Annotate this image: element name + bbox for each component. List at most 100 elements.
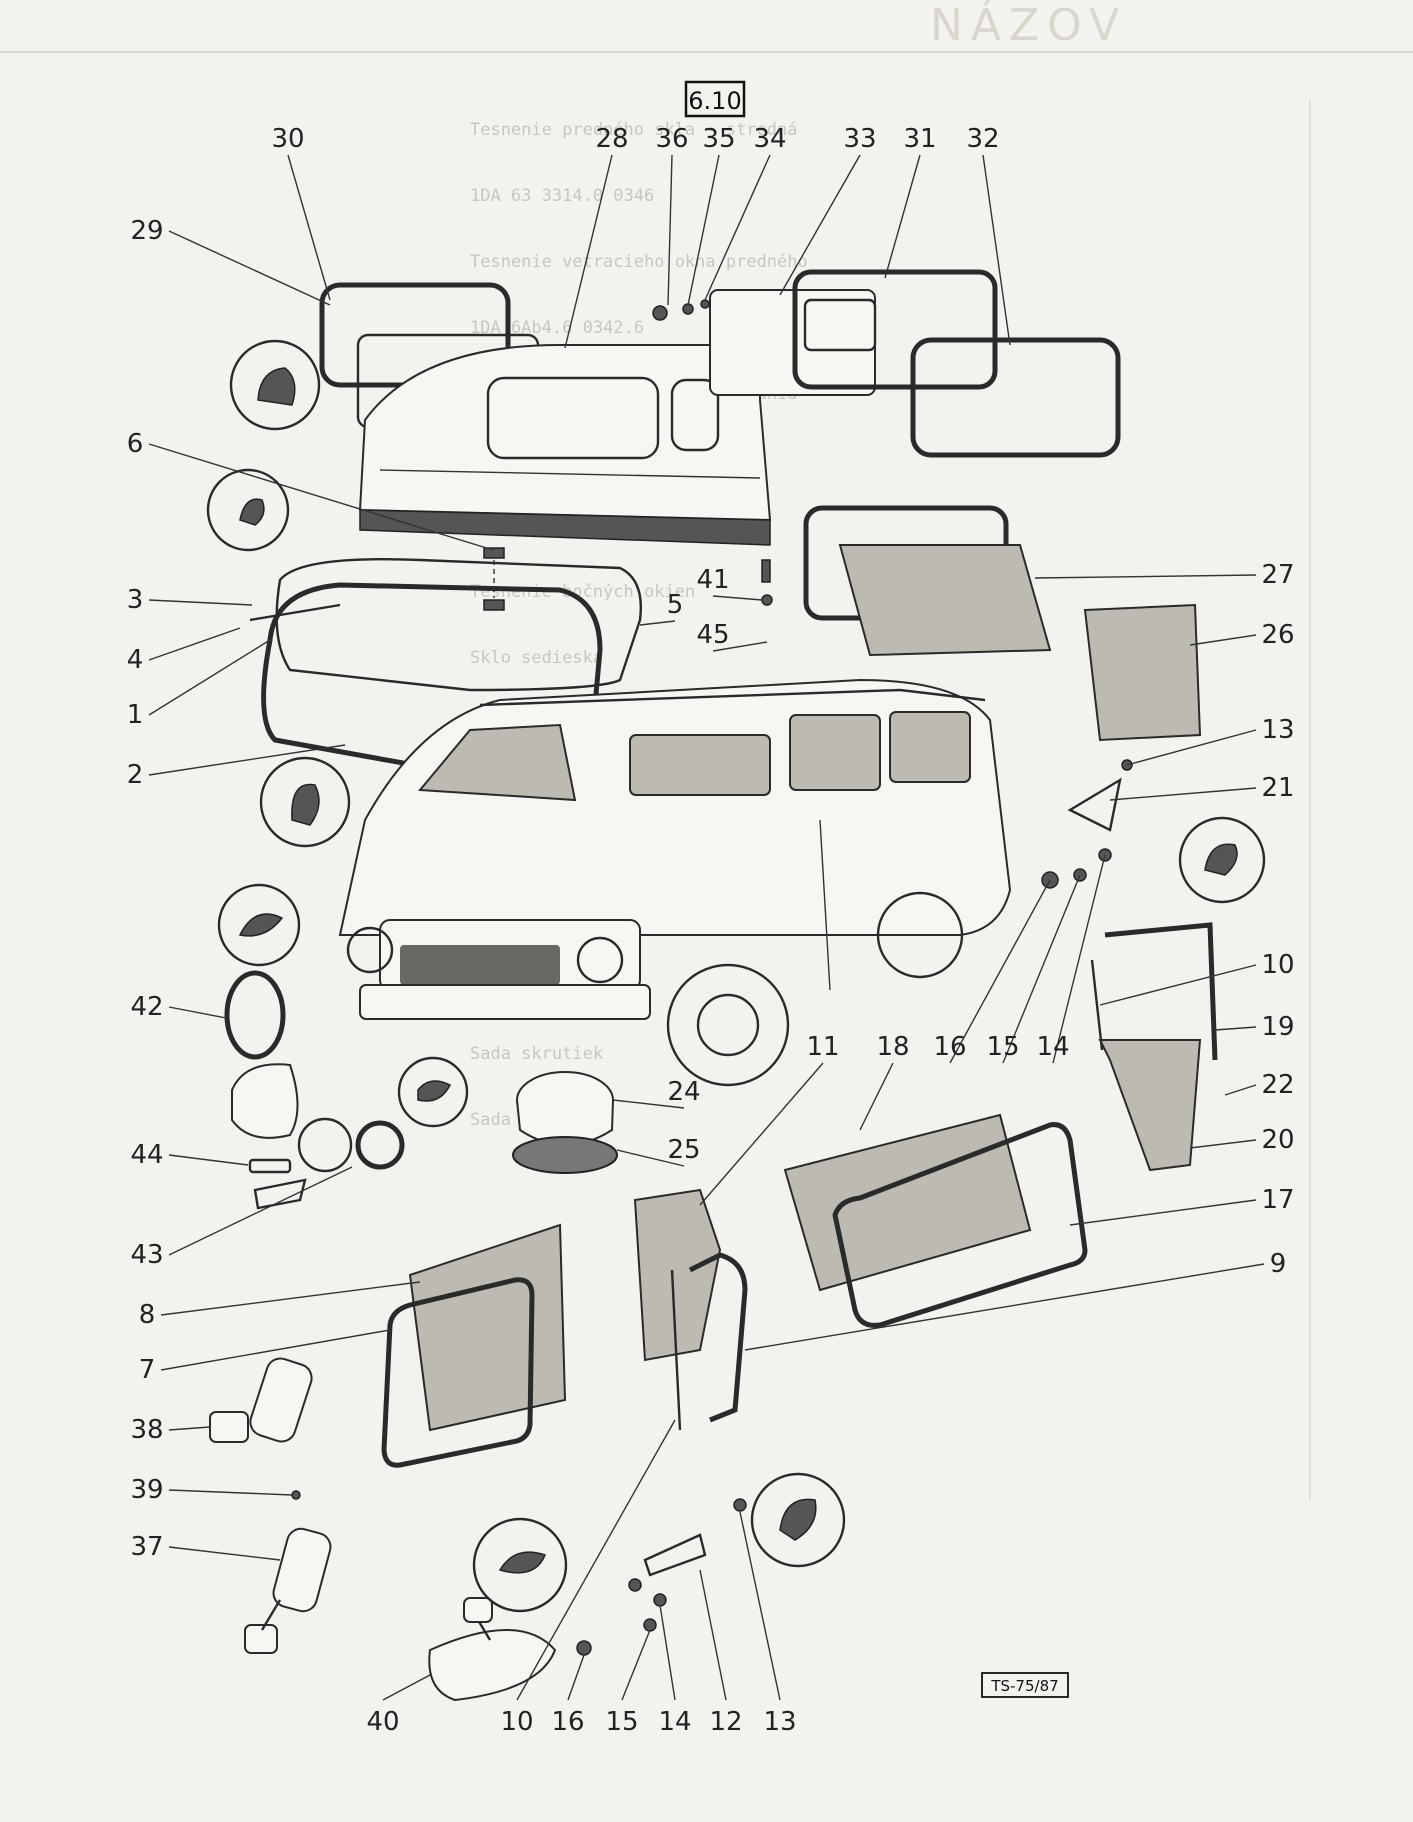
leader-line [859, 1062, 894, 1131]
callout-c12: 12 [709, 1707, 742, 1737]
callout-c3: 3 [127, 585, 144, 615]
callout-c45: 45 [696, 620, 729, 650]
door-vent-window [633, 1188, 748, 1431]
leader-line [516, 1419, 676, 1701]
ghost-line: Sada skrutiek [470, 1044, 603, 1064]
leader-line [1224, 1084, 1257, 1096]
callout-c25: 25 [667, 1135, 700, 1165]
callout-c5: 5 [667, 590, 684, 620]
ghost-line: Tesnenie vetracieho okna predného [470, 252, 808, 272]
leader-line [567, 1654, 585, 1701]
callout-c11: 11 [806, 1032, 839, 1062]
callout-c44: 44 [130, 1140, 163, 1170]
callout-c24: 24 [667, 1077, 700, 1107]
leader-line [382, 1674, 431, 1701]
leader-line [1126, 729, 1257, 766]
rear-body-panel [358, 344, 772, 546]
callout-c10a: 10 [1261, 950, 1294, 980]
leader-line [612, 1099, 685, 1109]
ghost-line: Tesnenie predného skla - stredná [470, 120, 798, 140]
van-body [338, 678, 1012, 1087]
drawing-code: TS-75/87 [990, 1677, 1058, 1695]
callout-c16a: 16 [933, 1032, 966, 1062]
leader-line [1002, 874, 1081, 1064]
callout-c36: 36 [655, 124, 688, 154]
leader-line [779, 154, 861, 296]
lamp-parts [224, 970, 405, 1210]
leader-line [982, 154, 1011, 346]
callout-c21: 21 [1261, 773, 1294, 803]
leader-line [621, 1629, 651, 1701]
callout-c19: 19 [1261, 1012, 1294, 1042]
callout-c7: 7 [139, 1355, 156, 1385]
leader-line [667, 154, 673, 306]
figure-label-box: 6.10 [684, 80, 746, 118]
callout-c28: 28 [595, 124, 628, 154]
callout-c18: 18 [876, 1032, 909, 1062]
leader-line [148, 639, 271, 716]
callout-c9: 9 [1270, 1249, 1287, 1279]
front-vent-window [1041, 777, 1218, 1172]
leader-line [1189, 634, 1257, 646]
ghost-header: NÁZOV [930, 0, 1127, 51]
leader-line [949, 879, 1051, 1064]
leader-line [168, 1546, 281, 1561]
seal-profile-details [206, 339, 1266, 1613]
front-door-window [381, 1223, 567, 1468]
callout-c8: 8 [139, 1300, 156, 1330]
side-slider-window [652, 269, 1121, 458]
rear-quarter-window [803, 505, 1202, 742]
callout-c40: 40 [366, 1707, 399, 1737]
leader-line [699, 1569, 727, 1701]
leader-line [564, 154, 613, 349]
leader-line [160, 1281, 421, 1316]
callout-c26: 26 [1261, 620, 1294, 650]
leader-line [168, 1154, 249, 1166]
latch-parts [576, 559, 1133, 1656]
leader-line [699, 1062, 824, 1206]
ghost-line: 1DA 63 3314.0 0346 [470, 186, 654, 206]
leader-line [616, 1149, 685, 1167]
callout-c6: 6 [127, 429, 144, 459]
callout-c22: 22 [1261, 1070, 1294, 1100]
leader-line [712, 641, 768, 652]
leader-line [744, 1263, 1265, 1351]
ghost-line: Sklo sedieska [470, 648, 603, 668]
callout-c32: 32 [966, 124, 999, 154]
callout-c37: 37 [130, 1532, 163, 1562]
callout-c33: 33 [843, 124, 876, 154]
leader-line [1189, 1139, 1257, 1149]
leader-line [148, 599, 253, 606]
callout-c35: 35 [702, 124, 735, 154]
leader-line [1109, 787, 1257, 801]
leader-line [1099, 964, 1257, 1006]
ghost-line: 1DA 6Ab4.6 0342.6 [470, 318, 644, 338]
callout-c43: 43 [130, 1240, 163, 1270]
callout-c17: 17 [1261, 1185, 1294, 1215]
drawing-code-box: TS-75/87 [981, 1672, 1069, 1698]
leader-line [1069, 1199, 1257, 1226]
leader-line [739, 1511, 781, 1701]
callout-c2: 2 [127, 760, 144, 790]
callout-c4: 4 [127, 645, 144, 675]
leader-line [884, 154, 921, 279]
mirror-parts [209, 1357, 557, 1702]
callout-c34: 34 [753, 124, 786, 154]
callout-c38: 38 [130, 1415, 163, 1445]
callout-c10b: 10 [500, 1707, 533, 1737]
callout-c16b: 16 [551, 1707, 584, 1737]
sliding-side-window [783, 1113, 1088, 1328]
callout-c13a: 13 [1261, 715, 1294, 745]
leader-line [168, 1166, 353, 1256]
figure-label: 6.10 [688, 87, 741, 115]
leader-line [712, 595, 763, 601]
leader-line [148, 744, 346, 776]
callout-c14a: 14 [1036, 1032, 1069, 1062]
leader-line [168, 1426, 211, 1431]
callout-c31: 31 [903, 124, 936, 154]
roof-vent [512, 1071, 618, 1174]
leader-line [148, 627, 241, 661]
callout-c30: 30 [271, 124, 304, 154]
callout-c41: 41 [696, 565, 729, 595]
